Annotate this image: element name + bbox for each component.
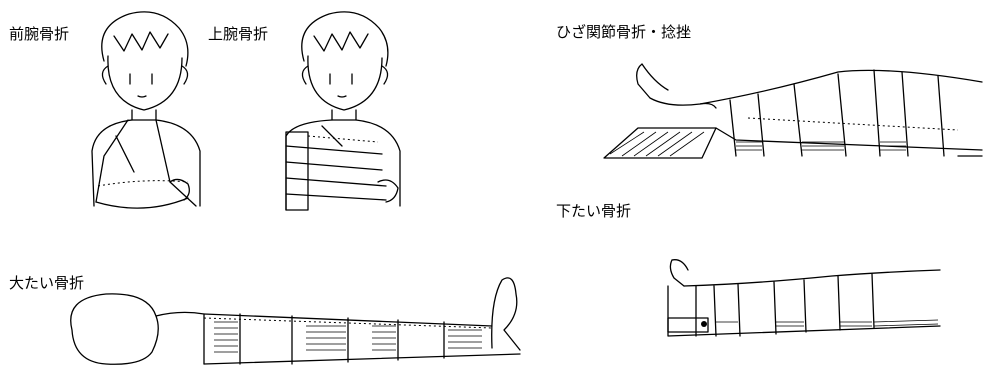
- knee-splint-illustration: [598, 58, 983, 166]
- label-lower-leg-fracture: 下たい骨折: [556, 202, 632, 220]
- label-knee-fracture-sprain: ひざ関節骨折・捻挫: [556, 23, 692, 41]
- forearm-sling-illustration: [84, 6, 206, 222]
- label-thigh-fracture: 大たい骨折: [9, 274, 85, 292]
- label-upper-arm-fracture: 上腕骨折: [208, 25, 269, 43]
- upper-arm-splint-illustration: [282, 6, 407, 218]
- thigh-splint-illustration: [62, 270, 522, 368]
- lower-leg-splint-illustration: [662, 256, 942, 340]
- label-forearm-fracture: 前腕骨折: [9, 25, 70, 43]
